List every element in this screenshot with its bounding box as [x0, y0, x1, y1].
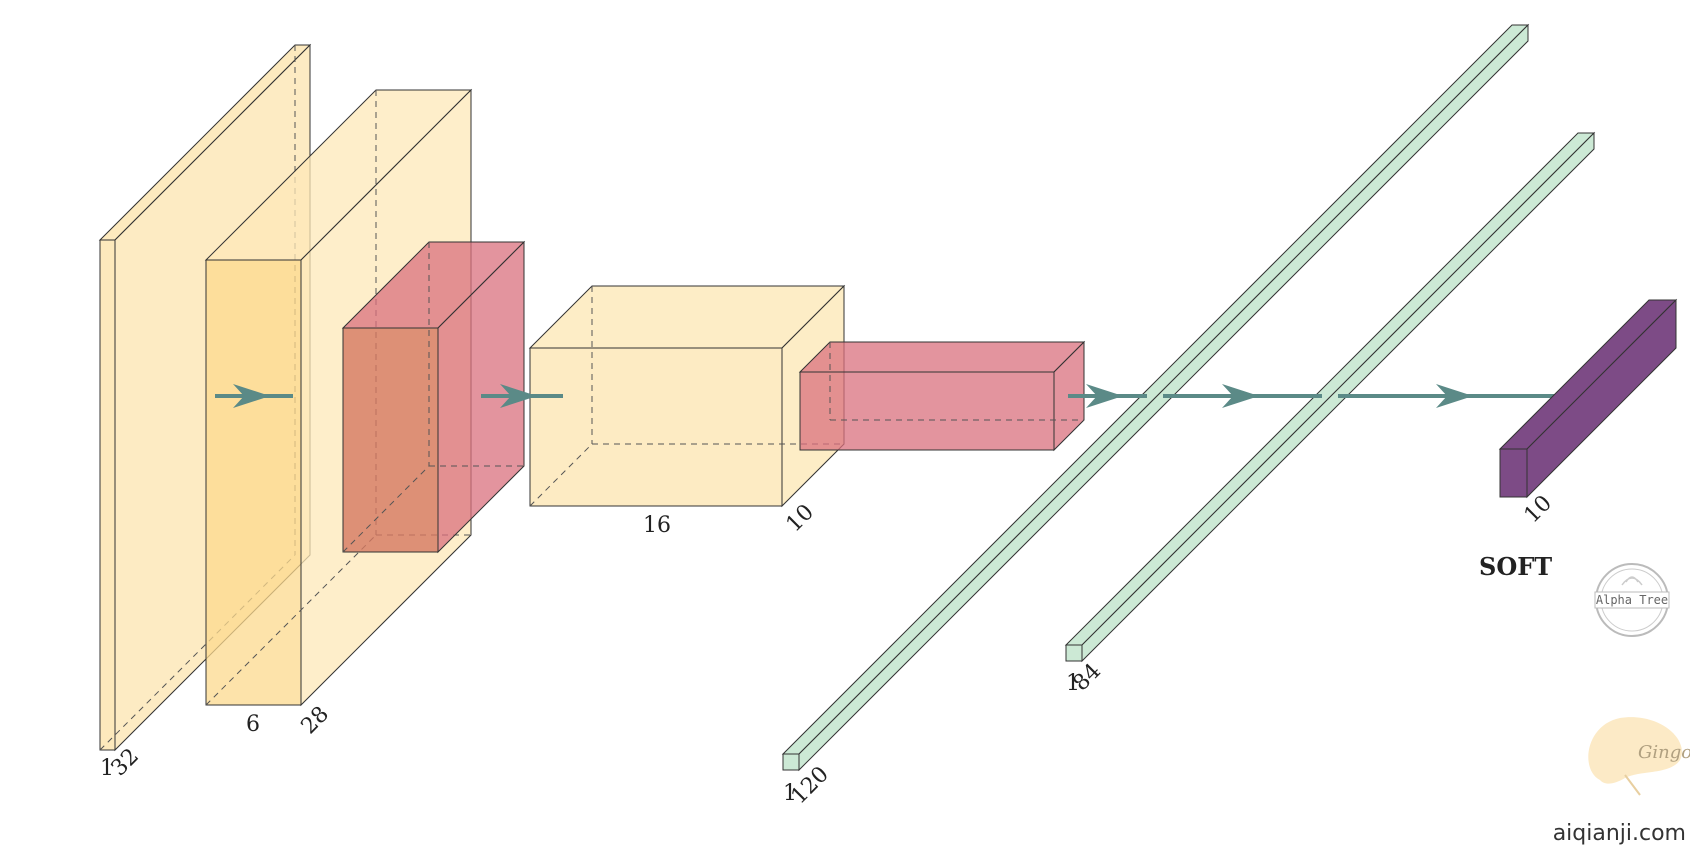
gingo-logo: Gingo — [1588, 717, 1690, 796]
conv2-size-label: 10 — [782, 500, 819, 537]
input-depth-label: 1 — [100, 756, 114, 781]
conv1-channels-label: 6 — [246, 712, 260, 737]
arrow-pool2-to-fc1 — [1068, 384, 1147, 408]
arrow-fc2-to-softmax — [1338, 384, 1575, 408]
arrow-pool1-to-conv2 — [481, 384, 563, 408]
badge-text: Alpha Tree — [1596, 593, 1668, 607]
pool2-block — [798, 340, 1086, 452]
softmax-label: SOFT — [1479, 552, 1552, 581]
arrow-input-to-conv — [215, 384, 293, 408]
conv1-size-label: 28 — [297, 702, 334, 739]
softmax-block — [1498, 298, 1678, 499]
logo-text: Gingo — [1638, 742, 1690, 763]
conv2-channels-label: 16 — [643, 513, 671, 538]
site-watermark: aiqianji.com — [1553, 821, 1686, 846]
fc1-prefix-label: 1 — [783, 781, 797, 806]
arrow-fc1-to-fc2 — [1163, 384, 1322, 408]
alpha-tree-badge: Alpha Tree — [1594, 563, 1670, 637]
fc2-prefix-label: 1 — [1066, 671, 1080, 696]
conv2-block — [528, 284, 846, 508]
